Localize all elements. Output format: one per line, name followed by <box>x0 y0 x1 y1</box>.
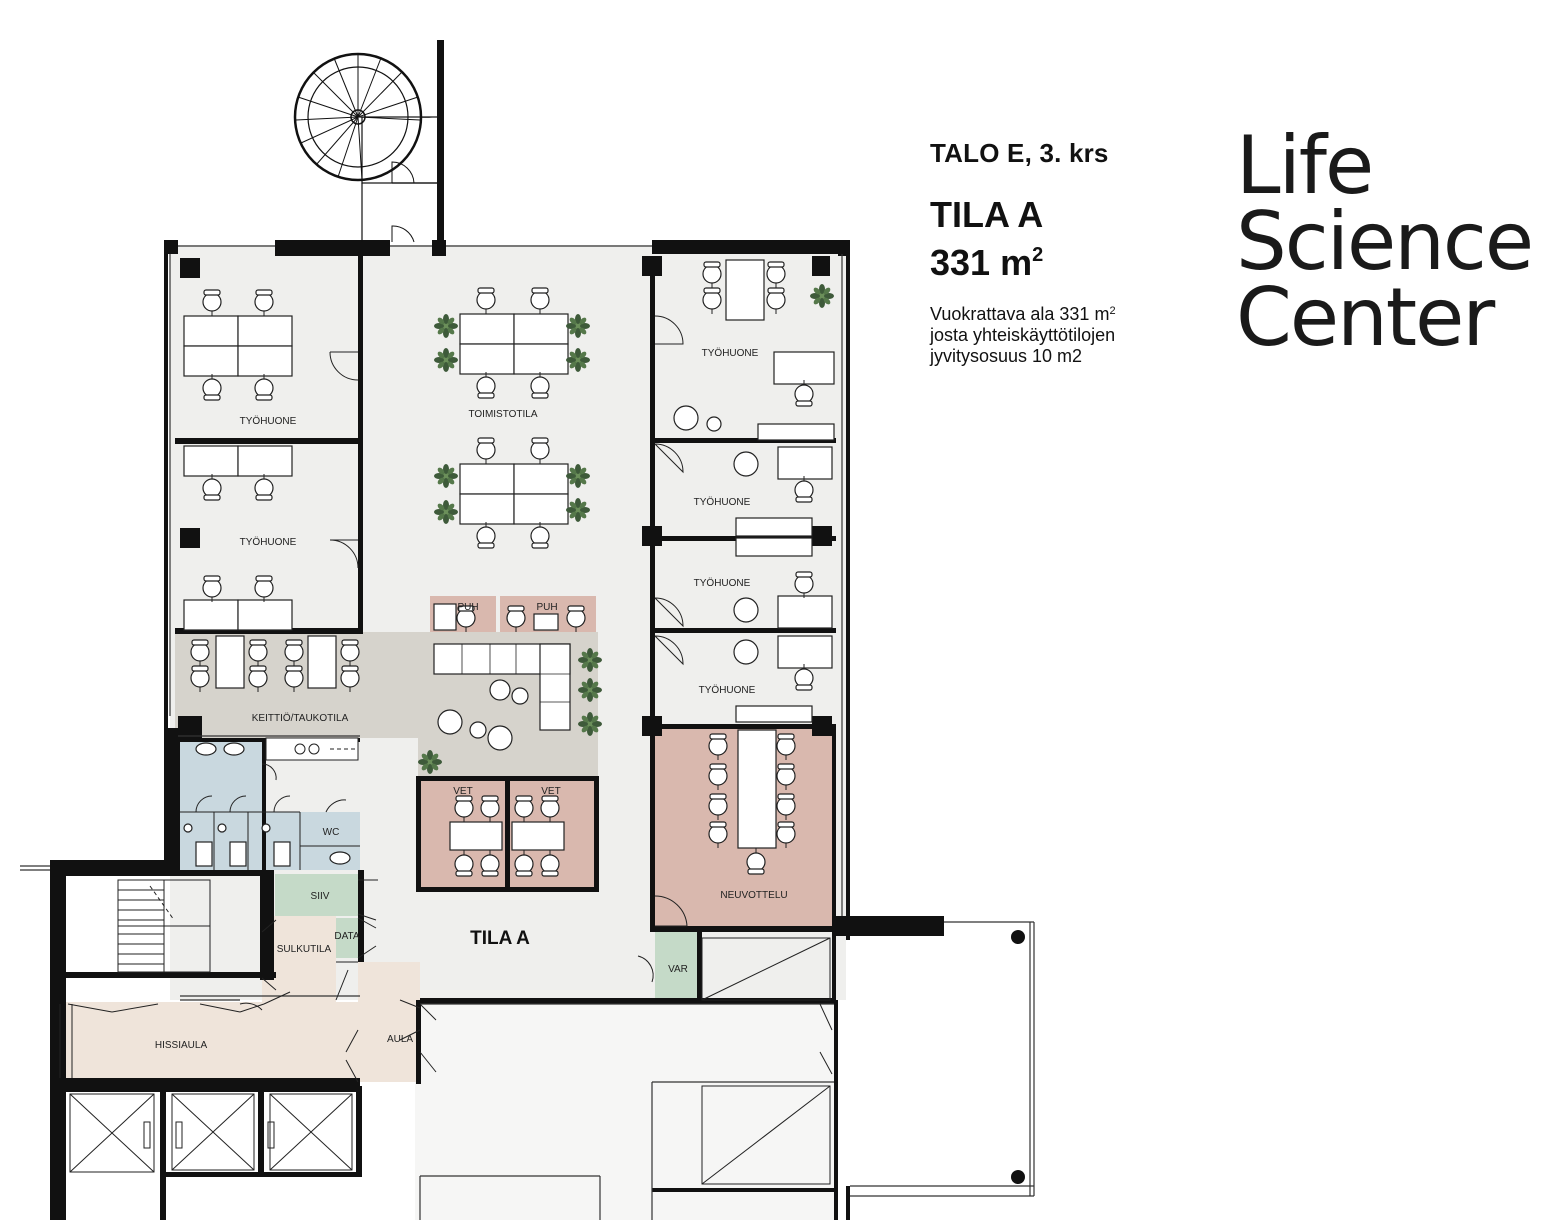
label-data: DATA <box>334 931 360 942</box>
label-wc: WC <box>323 827 340 838</box>
space-name: TILA A <box>930 194 1044 235</box>
space-area: 331 m2 <box>930 242 1044 283</box>
spiral-staircase <box>293 52 439 243</box>
label-tyohuone-e2: TYÖHUONE <box>694 577 751 589</box>
info-block: TALO E, 3. krs TILA A 331 m2 Vuokrattava… <box>930 138 1116 367</box>
label-var: VAR <box>668 964 688 975</box>
building-floor-title: TALO E, 3. krs <box>930 138 1109 168</box>
label-siiv: SIIV <box>311 891 330 902</box>
label-tyohuone-w: TYÖHUONE <box>240 536 297 548</box>
area-description: Vuokrattava ala 331 m2 josta yhteiskäytt… <box>930 304 1116 366</box>
hissiaula-area <box>54 1002 358 1082</box>
aula-area <box>358 962 420 1082</box>
var-room <box>655 932 699 1002</box>
label-puh-2: PUH <box>536 602 557 613</box>
label-tyohuone-e1: TYÖHUONE <box>694 496 751 508</box>
label-tyohuone-nw: TYÖHUONE <box>240 415 297 427</box>
label-keittio: KEITTIÖ/TAUKOTILA <box>252 712 349 724</box>
label-tila-a: TILA A <box>470 928 530 949</box>
label-aula: AULA <box>387 1034 413 1045</box>
label-vet-2: VET <box>541 786 560 797</box>
label-tyohuone-ne: TYÖHUONE <box>702 347 759 359</box>
walls <box>50 240 944 1220</box>
label-toimistotila: TOIMISTOTILA <box>468 409 537 420</box>
sulkutila-area <box>262 916 336 1002</box>
label-neuvottelu: NEUVOTTELU <box>720 890 787 901</box>
label-vet-1: VET <box>453 786 472 797</box>
life-science-center-logo: Life Science Center <box>1236 119 1534 364</box>
wc-area <box>180 738 262 870</box>
siiv-room <box>275 874 358 916</box>
label-puh-1: PUH <box>457 602 478 613</box>
furniture <box>59 259 835 1185</box>
label-sulkutila: SULKUTILA <box>277 944 332 955</box>
label-tyohuone-e3: TYÖHUONE <box>699 684 756 696</box>
label-hissiaula: HISSIAULA <box>155 1040 208 1051</box>
